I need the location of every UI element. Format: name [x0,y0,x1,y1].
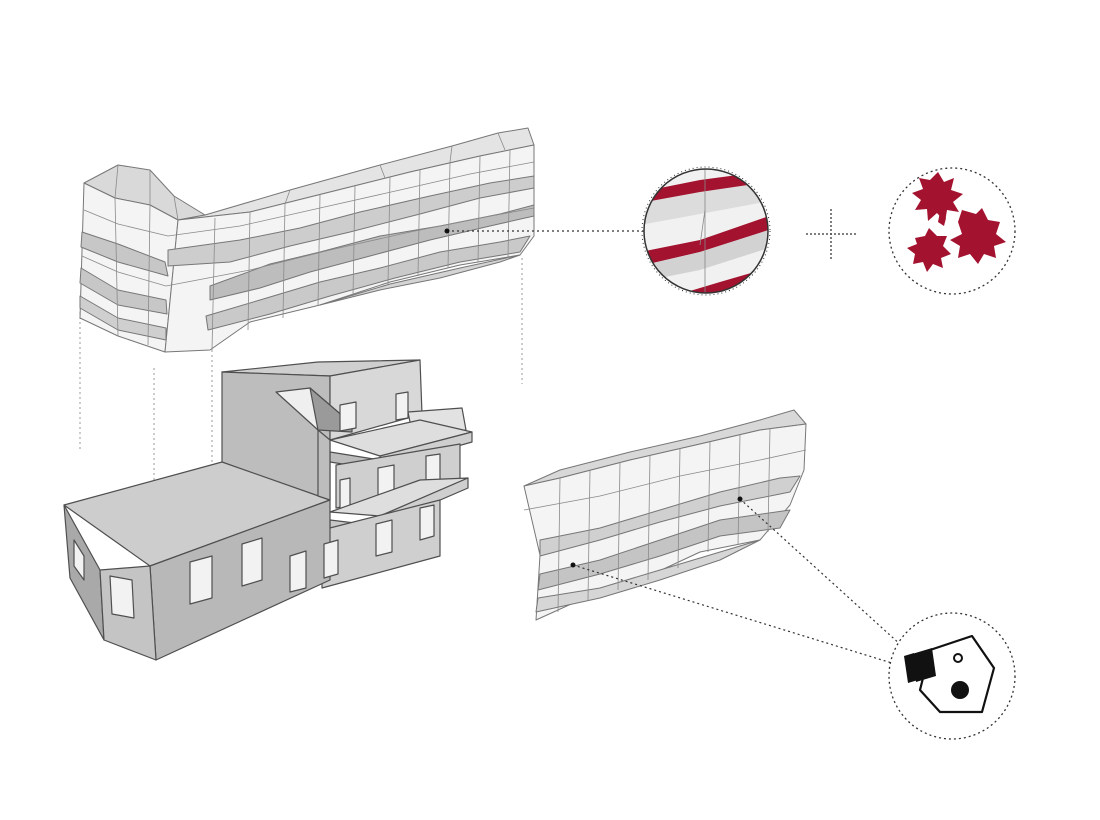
leaf-pattern-icon [907,172,1006,272]
leader-stripes [444,228,644,234]
plus-icon [806,209,856,259]
projector-icon [904,634,996,714]
detail-callout-stripes [641,166,771,296]
building-massing [63,359,473,661]
leaf-pattern-callout [888,167,1016,295]
leader-projector [570,496,903,665]
projection-guides [79,258,523,500]
projector-callout [888,612,1016,740]
facade-skin-flat [523,409,807,621]
facade-skin-corner [79,127,535,353]
